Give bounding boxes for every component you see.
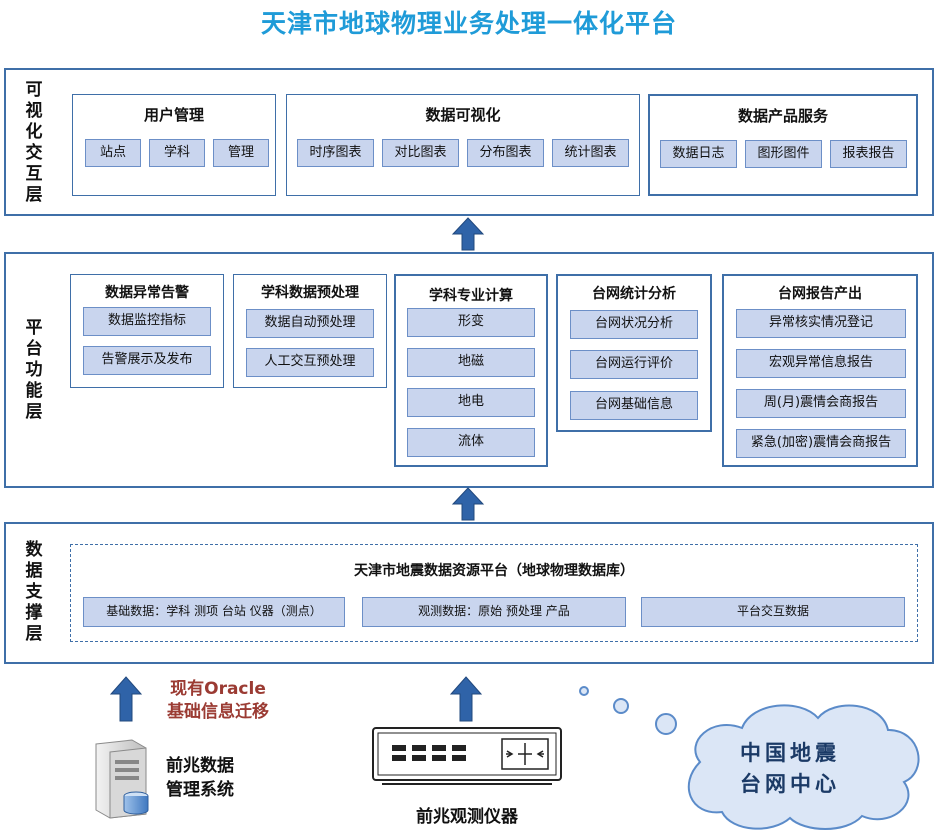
box-network-evaluation[interactable]: 台网运行评价 xyxy=(570,350,698,379)
box-statistics-chart[interactable]: 统计图表 xyxy=(552,139,629,167)
arrow-up-icon xyxy=(449,676,483,722)
migration-note-line2: 基础信息迁移 xyxy=(167,702,269,722)
cloud-label: 中国地震 台网中心 xyxy=(700,738,880,800)
box-reports[interactable]: 报表报告 xyxy=(830,140,907,168)
box-platform-interaction-data[interactable]: 平台交互数据 xyxy=(641,597,905,627)
box-manual-preprocess[interactable]: 人工交互预处理 xyxy=(246,348,374,377)
cloud-line1: 中国地震 xyxy=(740,741,840,765)
box-deformation[interactable]: 形变 xyxy=(407,308,535,337)
box-monitoring-index[interactable]: 数据监控指标 xyxy=(83,307,211,336)
page-title: 天津市地球物理业务处理一体化平台 xyxy=(260,9,677,38)
visualization-layer: 可视化交互层 用户管理 站点 学科 管理 数据可视化 时序图表 对比图表 分布图… xyxy=(4,68,934,216)
switch-device-icon xyxy=(372,727,562,785)
group-data-anomaly-alert: 数据异常告警 数据监控指标 告警展示及发布 xyxy=(70,274,224,388)
box-distribution-chart[interactable]: 分布图表 xyxy=(467,139,544,167)
cloud-icon xyxy=(579,686,920,830)
arrow-up-icon xyxy=(109,676,143,722)
box-data-log[interactable]: 数据日志 xyxy=(660,140,737,168)
migration-note-line1: 现有Oracle xyxy=(170,679,266,699)
group-discipline-preprocessing: 学科数据预处理 数据自动预处理 人工交互预处理 xyxy=(233,274,387,388)
box-weekly-report[interactable]: 周(月)震情会商报告 xyxy=(736,389,906,418)
layer-label: 平台功能层 xyxy=(25,318,43,422)
box-graphics[interactable]: 图形图件 xyxy=(745,140,822,168)
box-site[interactable]: 站点 xyxy=(85,139,141,167)
group-title: 台网报告产出 xyxy=(778,286,862,302)
layer-label: 可视化交互层 xyxy=(25,80,43,205)
group-data-visualization: 数据可视化 时序图表 对比图表 分布图表 统计图表 xyxy=(286,94,640,196)
group-title: 数据异常告警 xyxy=(105,285,189,301)
box-fluid[interactable]: 流体 xyxy=(407,428,535,457)
box-anomaly-verification[interactable]: 异常核实情况登记 xyxy=(736,309,906,338)
group-data-product-service: 数据产品服务 数据日志 图形图件 报表报告 xyxy=(648,94,918,196)
box-basic-data[interactable]: 基础数据：学科 测项 台站 仪器（测点） xyxy=(83,597,345,627)
group-user-management: 用户管理 站点 学科 管理 xyxy=(72,94,276,196)
group-title: 学科数据预处理 xyxy=(261,285,359,301)
group-title: 学科专业计算 xyxy=(429,288,513,304)
cloud-line2: 台网中心 xyxy=(740,772,840,796)
box-observation-data[interactable]: 观测数据：原始 预处理 产品 xyxy=(362,597,626,627)
box-geomagnetism[interactable]: 地磁 xyxy=(407,348,535,377)
box-macro-anomaly-report[interactable]: 宏观异常信息报告 xyxy=(736,349,906,378)
group-title: 台网统计分析 xyxy=(592,286,676,302)
group-title: 数据可视化 xyxy=(425,106,501,124)
db-system-label: 前兆数据 管理系统 xyxy=(166,754,262,802)
box-discipline[interactable]: 学科 xyxy=(149,139,205,167)
box-urgent-report[interactable]: 紧急(加密)震情会商报告 xyxy=(736,429,906,458)
server-database-icon xyxy=(95,739,149,819)
instrument-label: 前兆观测仪器 xyxy=(416,807,518,827)
box-geoelectricity[interactable]: 地电 xyxy=(407,388,535,417)
box-alert-publish[interactable]: 告警展示及发布 xyxy=(83,346,211,375)
box-auto-preprocess[interactable]: 数据自动预处理 xyxy=(246,309,374,338)
box-timeseries-chart[interactable]: 时序图表 xyxy=(297,139,374,167)
group-network-reports: 台网报告产出 异常核实情况登记 宏观异常信息报告 周(月)震情会商报告 紧急(加… xyxy=(722,274,918,467)
group-network-statistics: 台网统计分析 台网状况分析 台网运行评价 台网基础信息 xyxy=(556,274,712,432)
arrow-up-icon xyxy=(451,217,485,251)
data-resource-platform: 天津市地震数据资源平台（地球物理数据库） 基础数据：学科 测项 台站 仪器（测点… xyxy=(70,544,918,642)
box-comparison-chart[interactable]: 对比图表 xyxy=(382,139,459,167)
layer-label: 数据支撑层 xyxy=(25,540,43,644)
arrow-up-icon xyxy=(451,487,485,521)
group-professional-calculation: 学科专业计算 形变 地磁 地电 流体 xyxy=(394,274,548,467)
box-network-info[interactable]: 台网基础信息 xyxy=(570,391,698,420)
group-title: 用户管理 xyxy=(143,106,204,124)
migration-note: 现有Oracle 基础信息迁移 xyxy=(148,678,288,724)
box-network-status[interactable]: 台网状况分析 xyxy=(570,310,698,339)
group-title: 数据产品服务 xyxy=(737,107,828,125)
db-system-line2: 管理系统 xyxy=(166,780,234,800)
db-system-line1: 前兆数据 xyxy=(166,756,234,776)
platform-title: 天津市地震数据资源平台（地球物理数据库） xyxy=(354,563,634,579)
data-support-layer: 数据支撑层 天津市地震数据资源平台（地球物理数据库） 基础数据：学科 测项 台站… xyxy=(4,522,934,664)
box-management[interactable]: 管理 xyxy=(213,139,269,167)
function-layer: 平台功能层 数据异常告警 数据监控指标 告警展示及发布 学科数据预处理 数据自动… xyxy=(4,252,934,488)
